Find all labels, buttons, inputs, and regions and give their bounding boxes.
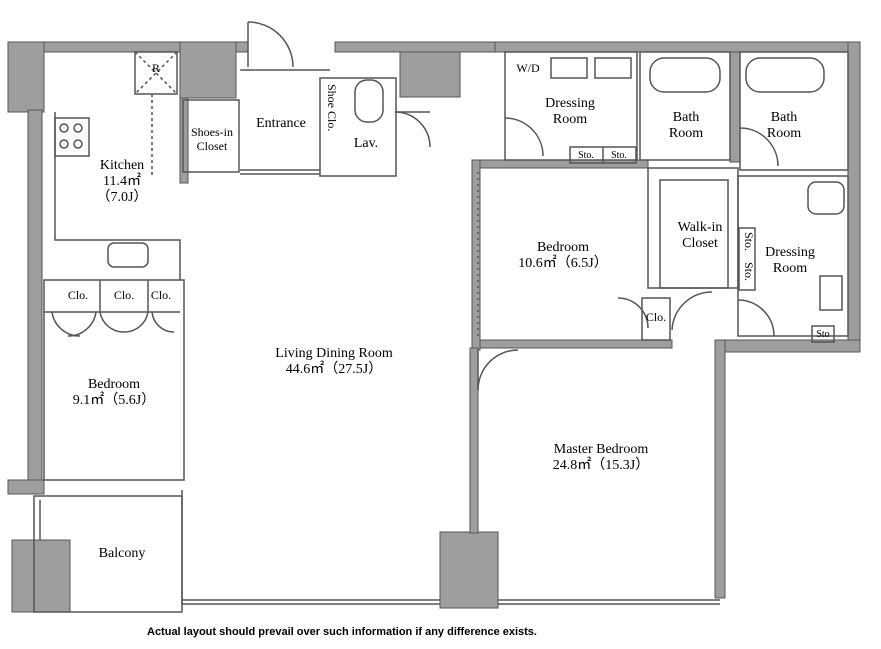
wall-closet-left <box>179 97 189 184</box>
living-dining-label: Living Dining Room 44.6㎡（27.5J） <box>275 346 393 378</box>
wall-bath-sep <box>729 51 741 163</box>
column-top-2 <box>399 51 461 98</box>
fridge-label: R <box>151 61 161 75</box>
master-bedroom-label: Master Bedroom 24.8㎡（15.3J） <box>552 442 650 474</box>
wall-top-mid <box>334 41 496 53</box>
wall-master-left <box>469 347 479 534</box>
wall-right-lower <box>714 339 861 353</box>
sto-label-2: Sto. <box>611 150 627 161</box>
wall-bed-bottom <box>471 339 673 349</box>
lav-label: Lav. <box>353 136 379 151</box>
column-top-1 <box>179 41 237 99</box>
bedroom-center-label: Bedroom 10.6㎡（6.5J） <box>518 240 608 272</box>
clo-label-bedroom: Clo. <box>645 310 667 324</box>
sto-label-1: Sto. <box>578 150 594 161</box>
bath-room-2-label: Bath Room <box>766 110 802 142</box>
kitchen-label: Kitchen 11.4㎡ （7.0J） <box>97 158 148 206</box>
sto-label-3: Sto. <box>741 232 756 252</box>
bedroom-left-label: Bedroom 9.1㎡（5.6J） <box>72 377 156 409</box>
exterior-walls <box>7 41 861 613</box>
clo-label-3: Clo. <box>150 288 172 302</box>
column-bottom <box>439 531 499 609</box>
wall-right <box>847 41 861 351</box>
clo-label-1: Clo. <box>67 288 89 302</box>
stove <box>54 117 90 157</box>
column-balcony <box>11 539 71 613</box>
sto-label-4: Sto. <box>741 262 756 282</box>
kitchen-area: 11.4㎡ <box>103 174 141 190</box>
wd-label: W/D <box>516 61 540 75</box>
kitchen-tatami: （7.0J） <box>96 190 148 206</box>
shoes-closet-label: Shoes-in Closet <box>191 125 233 153</box>
entrance-label: Entrance <box>256 116 306 131</box>
wall-right-master <box>714 339 726 599</box>
walkin-closet-label: Walk-in Closet <box>677 220 723 252</box>
wall-top-right <box>494 41 861 53</box>
dressing-room-top-label: Dressing Room <box>545 96 595 128</box>
kitchen-sink <box>107 242 149 268</box>
dressing-room-right-label: Dressing Room <box>765 245 815 277</box>
interior-lines <box>33 21 849 613</box>
balcony-label: Balcony <box>98 546 146 561</box>
kitchen-counter <box>54 112 181 280</box>
disclaimer-note: Actual layout should prevail over such i… <box>147 626 537 638</box>
wall-left-lower <box>7 479 45 495</box>
fridge-box <box>134 51 178 95</box>
wall-bed-left <box>471 159 481 351</box>
clo-label-2: Clo. <box>113 288 135 302</box>
bath-room-1-label: Bath Room <box>668 110 704 142</box>
sto-label-5: Sto <box>816 329 830 340</box>
kitchen-name: Kitchen <box>99 158 145 173</box>
shoe-clo-label: Shoe Clo. <box>324 84 339 132</box>
wall-left-upper <box>7 41 45 113</box>
wall-left <box>27 109 43 481</box>
